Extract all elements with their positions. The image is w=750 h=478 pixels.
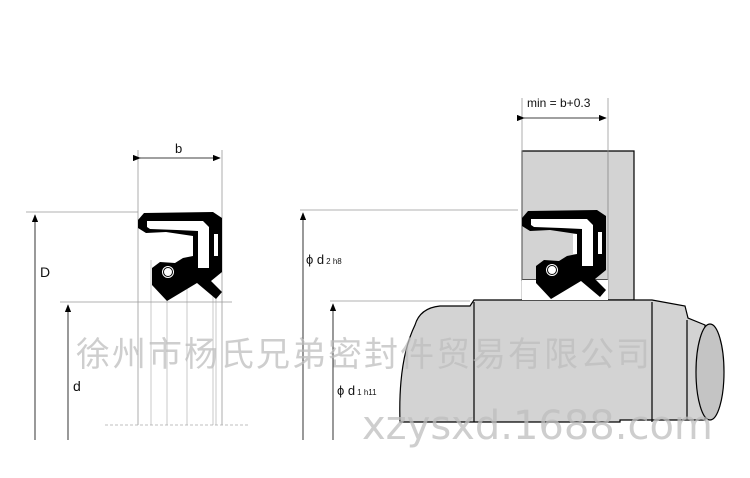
label-main: d bbox=[347, 383, 356, 398]
label-D: D bbox=[40, 264, 51, 280]
label-subscript: 2 h8 bbox=[326, 257, 342, 266]
label-d: d bbox=[73, 378, 81, 394]
right-installation-section bbox=[299, 98, 725, 440]
label-main: d bbox=[316, 252, 325, 267]
watermark-url: xzysxd.1688.com bbox=[362, 403, 713, 449]
shaft-end bbox=[695, 323, 725, 421]
phi-symbol: ϕ bbox=[337, 383, 345, 398]
label-groove-width: min = b+0.3 bbox=[527, 96, 591, 110]
label-b: b bbox=[175, 141, 183, 156]
phi-symbol: ϕ bbox=[306, 252, 314, 267]
label-subscript: 1 h11 bbox=[357, 388, 377, 397]
watermark-company: 徐州市杨氏兄弟密封件贸易有限公司 bbox=[76, 335, 652, 375]
left-seal-section bbox=[26, 150, 250, 440]
